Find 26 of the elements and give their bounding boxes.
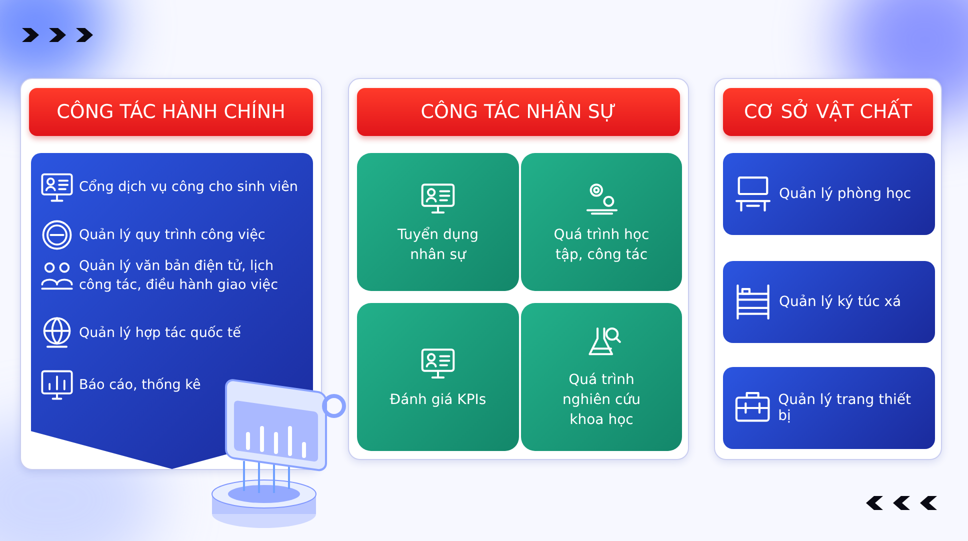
list-item-text: Cổng dịch vụ công cho sinh viên	[79, 178, 298, 196]
list-item-text: Quản lý văn bản điện tử, lịch công tác, điều hành giao việc	[79, 257, 279, 295]
feature-label: Quản lý trang thiết bị	[778, 392, 912, 424]
feature-card	[723, 153, 935, 235]
puzzle-piece	[357, 303, 519, 451]
feature-card	[723, 367, 935, 449]
panel-card	[348, 78, 689, 460]
feature-label: Quản lý phòng học	[779, 186, 912, 202]
section-heading: CƠ SỞ VẬT CHẤT	[723, 88, 933, 136]
piece-label: Quá trình học tập, công tác	[552, 226, 650, 265]
feature-label: Quản lý ký túc xá	[779, 294, 902, 310]
section-heading: CÔNG TÁC NHÂN SỰ	[357, 88, 680, 136]
puzzle-piece	[357, 153, 519, 291]
list-panel	[31, 153, 313, 469]
list-item-text: Báo cáo, thống kê	[79, 376, 201, 394]
puzzle-piece	[521, 153, 682, 291]
list-item-text: Quản lý quy trình công việc	[79, 226, 266, 244]
feature-card	[723, 261, 935, 343]
piece-label: Quá trình nghiên cứu khoa học	[562, 371, 642, 430]
piece-label: Tuyển dụng nhân sự	[396, 226, 480, 265]
list-item-text: Quản lý hợp tác quốc tế	[79, 324, 241, 342]
panel-card	[20, 78, 322, 470]
piece-label: Đánh giá KPIs	[390, 391, 486, 410]
panel-card	[714, 78, 942, 460]
section-heading: CÔNG TÁC HÀNH CHÍNH	[29, 88, 313, 136]
puzzle-piece	[521, 303, 682, 451]
